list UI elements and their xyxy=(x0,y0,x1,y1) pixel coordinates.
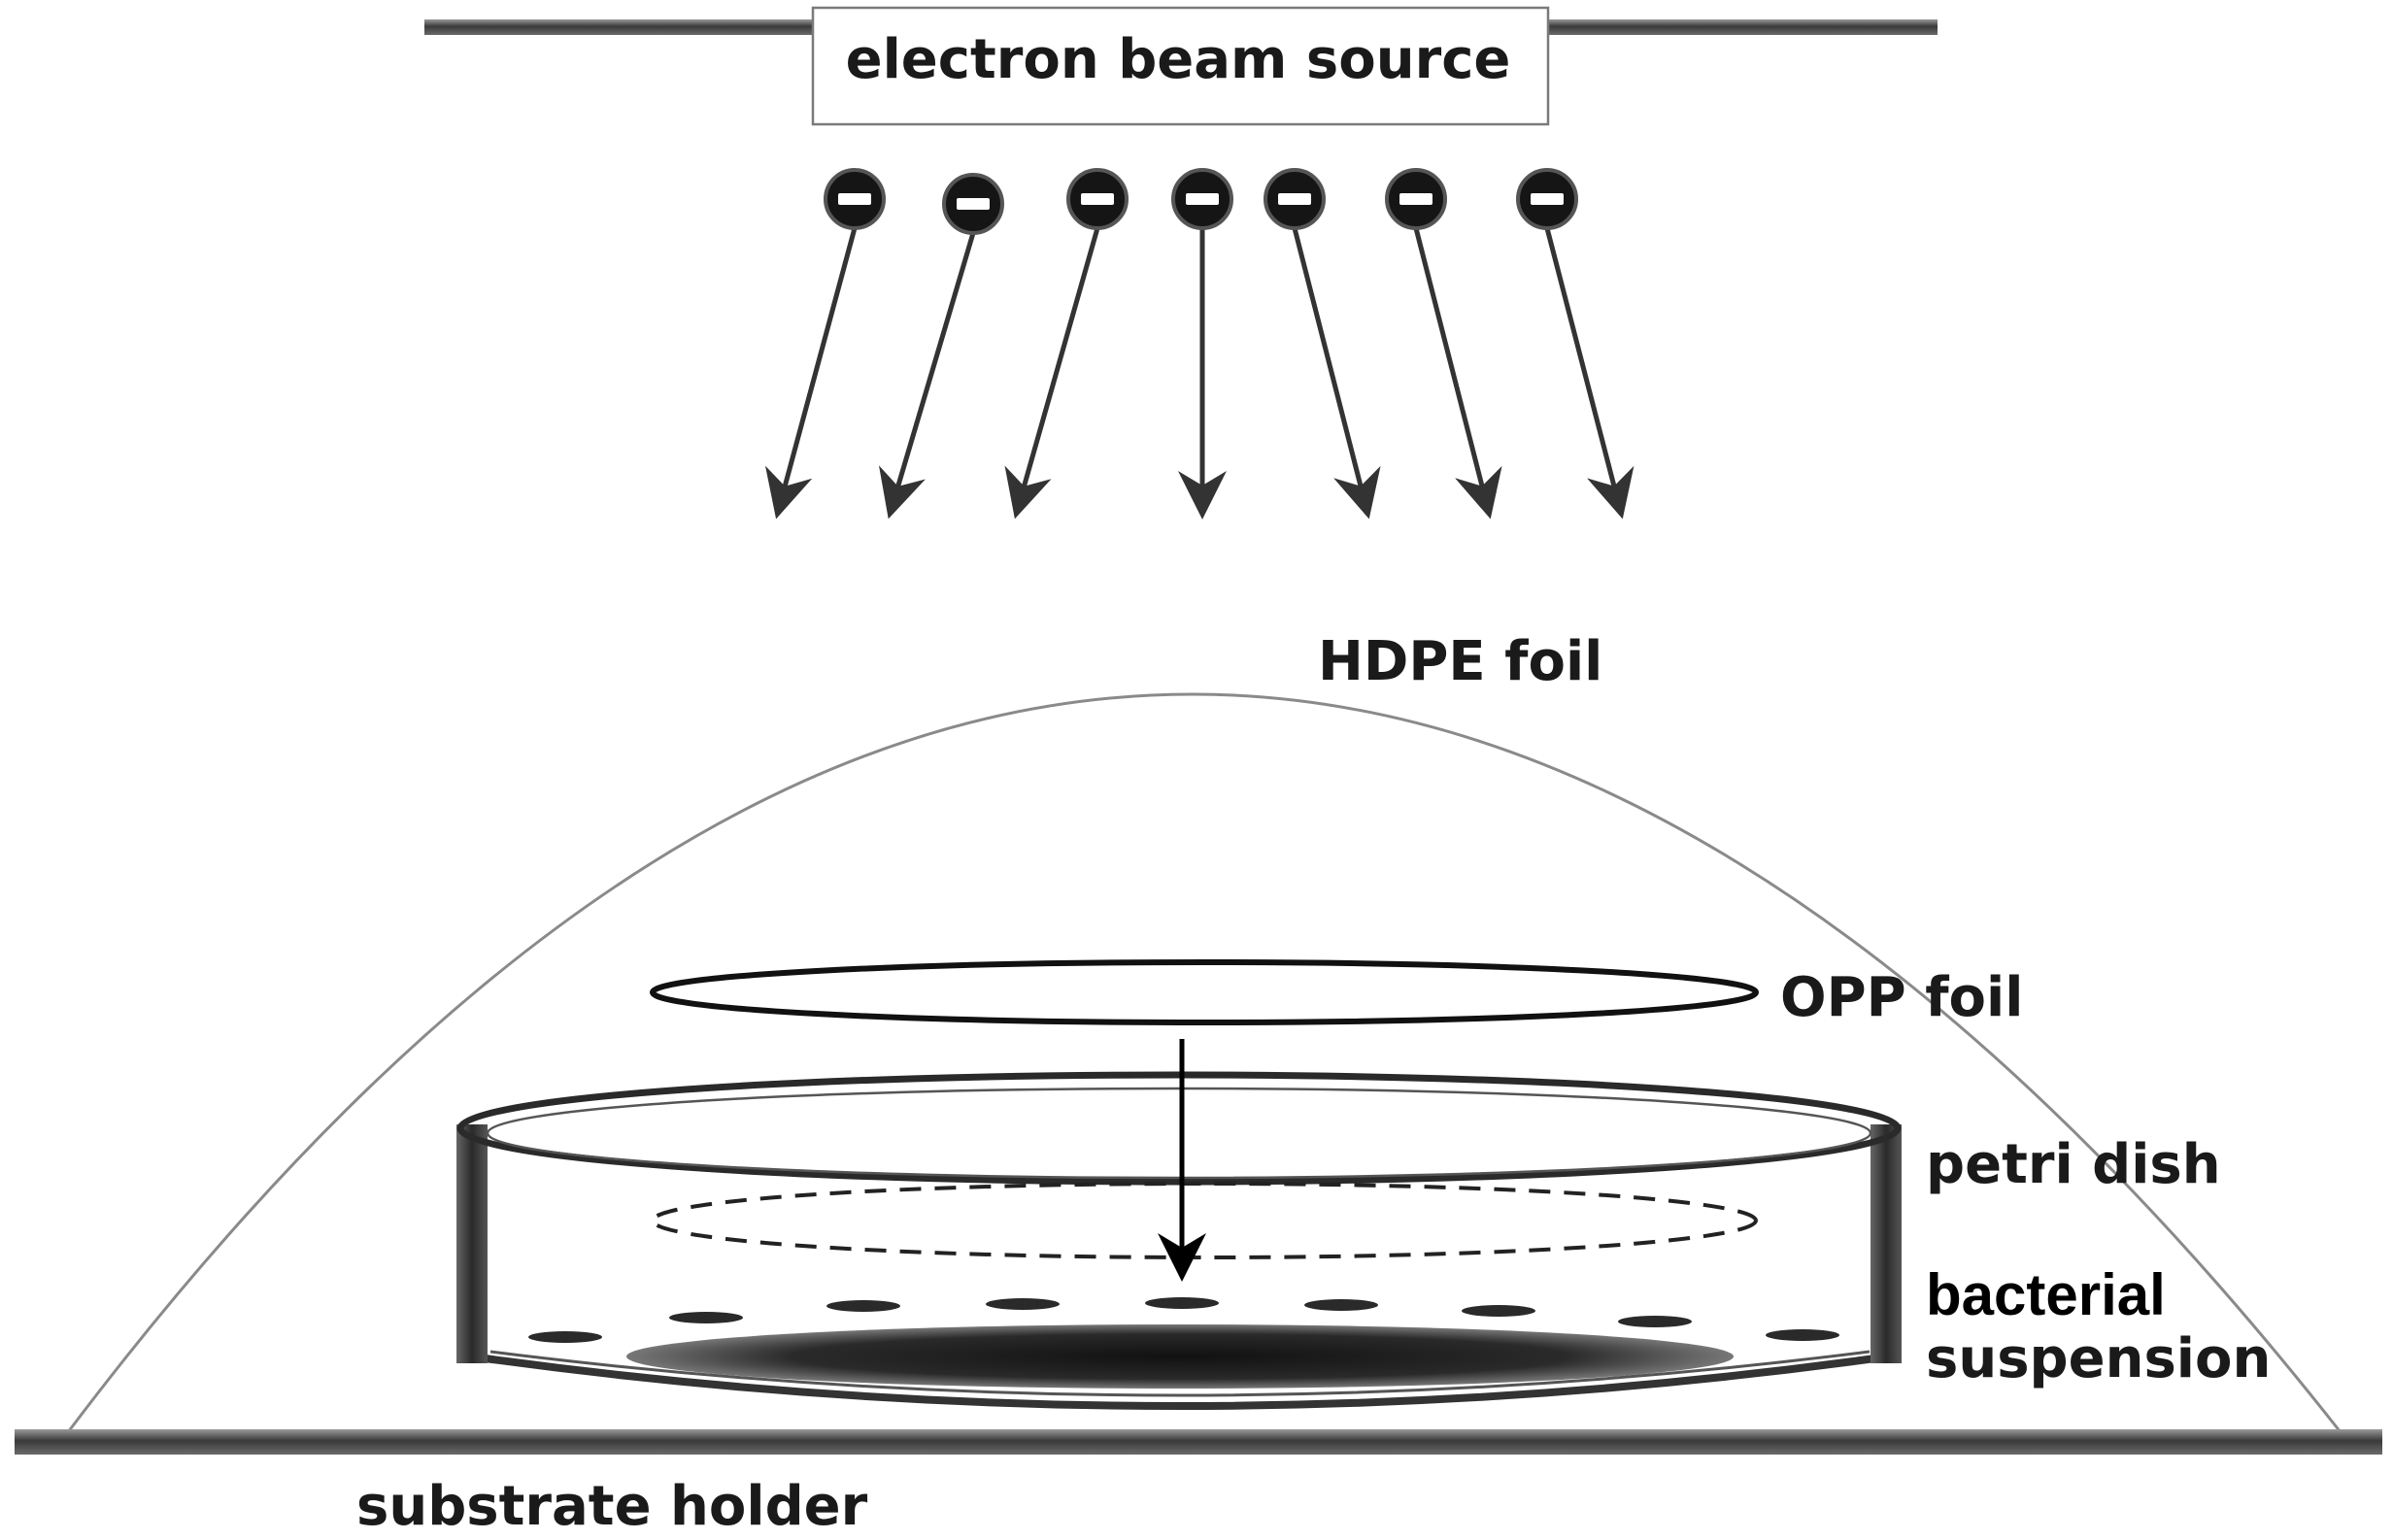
petri-dish-bottom-rim xyxy=(463,1352,1897,1410)
electron-trajectory-arrow xyxy=(764,227,858,519)
bacterial-suspension-label-line1: bacterial xyxy=(1926,1262,2166,1327)
minus-sign-icon xyxy=(1081,193,1114,205)
minus-sign-icon xyxy=(838,193,871,205)
bottom-dash-mark xyxy=(1145,1297,1219,1309)
electron-trajectory-arrow xyxy=(1413,227,1502,519)
electron-beam-source: electron beam source xyxy=(424,6,1938,126)
source-box xyxy=(811,6,1550,126)
hdpe-foil-label: HDPE foil xyxy=(1318,630,1602,693)
bottom-dash-mark xyxy=(669,1312,743,1323)
electron-trajectory-arrow xyxy=(1292,227,1381,519)
petri-dish xyxy=(456,1071,1902,1410)
minus-sign-icon xyxy=(1186,193,1219,205)
petri-dish-wall-right xyxy=(1871,1124,1902,1363)
petri-dish-top-rim xyxy=(456,1071,1902,1186)
liquid-surface-dashed xyxy=(651,1182,1758,1259)
bottom-dash-mark xyxy=(1462,1305,1535,1317)
bottom-dash-mark xyxy=(1618,1316,1692,1327)
substrate-holder-bar xyxy=(15,1429,2382,1455)
electron-trajectory-arrow xyxy=(1544,227,1635,519)
petri-dish-wall-left xyxy=(456,1124,488,1363)
petri-dish-bottom-inner xyxy=(489,1350,1871,1397)
bottom-dash-mark xyxy=(1766,1329,1839,1341)
electron-trajectory-arrow xyxy=(1004,227,1100,519)
bacterial-suspension-label-line2: suspension xyxy=(1926,1327,2271,1390)
electron-group xyxy=(764,168,1635,519)
electron-trajectory-arrow xyxy=(878,232,976,519)
minus-sign-icon xyxy=(1399,193,1432,205)
minus-sign-icon xyxy=(1278,193,1311,205)
opp-foil xyxy=(650,959,1759,1025)
bottom-dash-mark xyxy=(986,1298,1060,1310)
petri-dish-top-inner xyxy=(486,1087,1872,1180)
petri-dish-label: petri dish xyxy=(1926,1133,2221,1196)
hdpe-foil-dome xyxy=(66,692,2342,1433)
minus-sign-icon xyxy=(957,198,990,210)
source-label: electron beam source xyxy=(846,28,1511,91)
opp-foil-label: OPP foil xyxy=(1780,966,2023,1029)
petri-dish-bottom-dashes xyxy=(528,1297,1839,1343)
bacterial-suspension xyxy=(626,1324,1734,1389)
bottom-dash-mark xyxy=(528,1331,602,1343)
substrate-holder-label: substrate holder xyxy=(356,1475,868,1538)
source-bar-right xyxy=(1546,19,1938,35)
minus-sign-icon xyxy=(1531,193,1564,205)
bottom-dash-mark xyxy=(1304,1299,1378,1311)
bottom-dash-mark xyxy=(826,1300,900,1312)
source-bar-left xyxy=(424,19,816,35)
